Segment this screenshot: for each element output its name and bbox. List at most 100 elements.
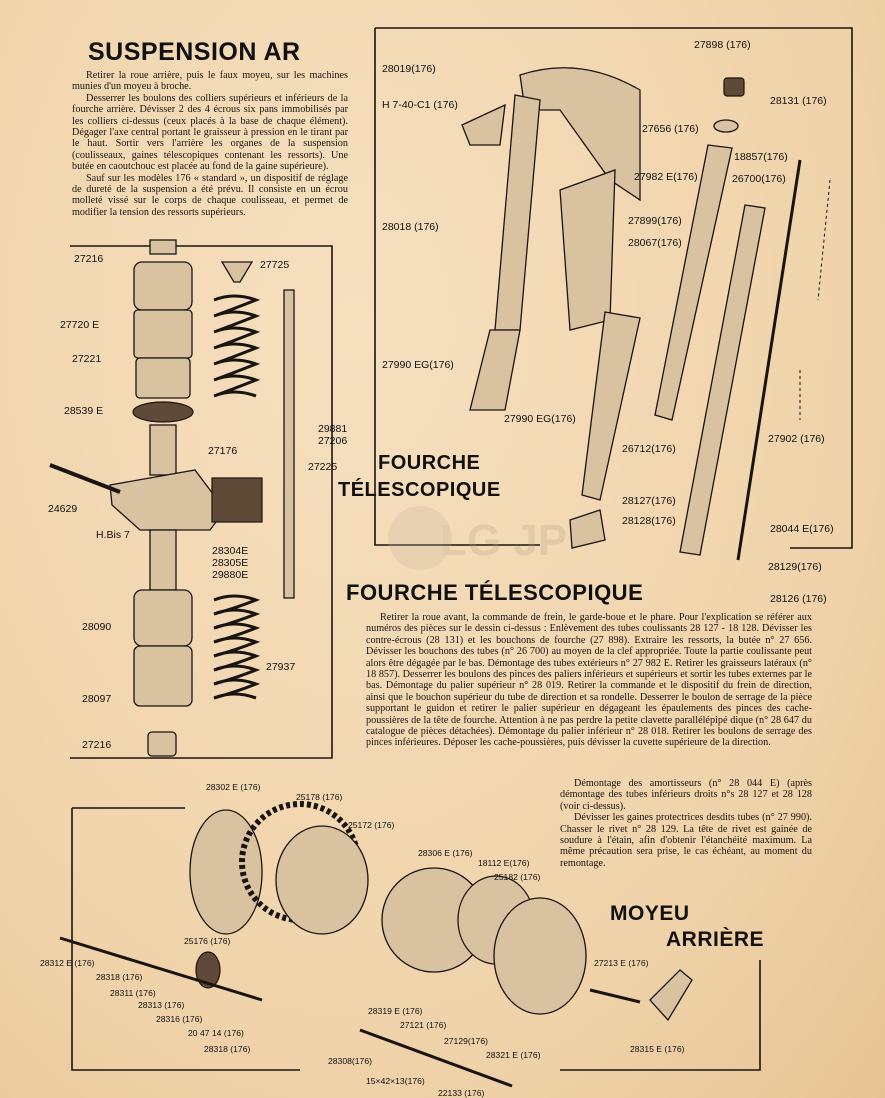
label-28311: 28311 (176): [110, 988, 156, 998]
label-29881: 29881: [318, 423, 347, 435]
label-27899: 27899(176): [628, 215, 682, 227]
label-27129: 27129(176): [444, 1036, 488, 1046]
fourche-frame: [375, 27, 853, 549]
moyeu-labels: 28302 E (176) 25178 (176) 25172 (176) 28…: [40, 782, 685, 1098]
label-27902: 27902 (176): [768, 433, 825, 445]
rubber-block: [211, 477, 263, 523]
label-28090: 28090: [82, 621, 111, 633]
label-25172: 25172 (176): [348, 820, 394, 830]
label-27216-top: 27216: [74, 253, 103, 265]
spindle-28308: [359, 1028, 513, 1088]
lower-sleeve: [133, 589, 193, 647]
fourche-heading-line1: FOURCHE: [378, 452, 481, 474]
lower-spring: [213, 594, 261, 700]
bracket: [461, 103, 506, 146]
top-nut: [149, 239, 177, 255]
label-28018: 28018 (176): [382, 221, 439, 233]
amortisseurs-para-1: Démontage des amortisseurs (n° 28 044 E)…: [560, 778, 812, 812]
label-24629: 24629: [48, 503, 77, 515]
label-18112e: 18112 E(176): [478, 858, 530, 868]
suspension-para-3: Sauf sur les modèles 176 « standard », u…: [72, 172, 348, 218]
upper-sleeve-low: [135, 357, 191, 399]
label-28321e: 28321 E (176): [486, 1050, 541, 1060]
fourche-labels: 28019(176) H 7-40-C1 (176) 28018 (176) 2…: [382, 39, 834, 605]
suspension-text: Retirer la roue arrière, puis le faux mo…: [72, 70, 348, 218]
fourche-text: Retirer la roue avant, la commande de fr…: [366, 612, 812, 749]
label-h740c1: H 7-40-C1 (176): [382, 99, 458, 111]
label-22133: 22133 (176): [438, 1088, 484, 1098]
fork-cap: [723, 77, 745, 97]
spindle-27213: [589, 988, 641, 1004]
label-hbis7: H.Bis 7: [96, 529, 130, 541]
moyeu-drawing: [59, 801, 693, 1088]
label-27990eg-b: 27990 EG(176): [504, 413, 576, 425]
suspension-title: SUSPENSION AR: [88, 38, 301, 66]
amortisseurs-para-2: Dévisser les gaines protectrices desdits…: [560, 812, 812, 869]
bolt: [49, 463, 121, 494]
left-leg-lower: [469, 329, 521, 411]
spring-dashed: [799, 179, 831, 420]
flange-28302: [189, 809, 263, 935]
label-28315e: 28315 E (176): [630, 1044, 685, 1054]
label-204714: 20 47 14 (176): [188, 1028, 244, 1038]
label-28126: 28126 (176): [770, 593, 827, 605]
label-27206: 27206: [318, 435, 347, 447]
label-29880e: 29880E: [212, 569, 248, 581]
label-27225: 27225: [308, 461, 337, 473]
moyeu-frame-right: [560, 960, 761, 1071]
bottom-nut: [147, 731, 177, 757]
label-28131: 28131 (176): [770, 95, 827, 107]
label-28305e: 28305E: [212, 557, 248, 569]
label-18857: 18857(176): [734, 151, 788, 163]
label-25178: 25178 (176): [296, 792, 342, 802]
label-28304e: 28304E: [212, 545, 248, 557]
label-28313: 28313 (176): [138, 1000, 184, 1010]
label-26700: 26700(176): [732, 173, 786, 185]
label-27213e: 27213 E (176): [594, 958, 649, 968]
upper-spring: [213, 294, 261, 398]
label-27656: 27656 (176): [642, 123, 699, 135]
moyeu-frame-left: [71, 808, 300, 1071]
label-28316: 28316 (176): [156, 1014, 202, 1024]
svg-text:LG JP: LG JP: [440, 516, 567, 565]
label-27176: 27176: [208, 445, 237, 457]
yoke: [109, 469, 226, 531]
label-28129: 28129(176): [768, 561, 822, 573]
fourche-heading-line2: TÉLESCOPIQUE: [338, 479, 501, 501]
damper-rod: [736, 159, 802, 561]
lower-bracket: [569, 509, 606, 549]
suspension-drawing: [49, 239, 295, 757]
label-28318-b: 28318 (176): [204, 1044, 250, 1054]
fourche-drawing: [461, 67, 831, 561]
label-28308: 28308(176): [328, 1056, 372, 1066]
moyeu-heading-line2: ARRIÈRE: [666, 928, 765, 951]
sliding-tube: [679, 204, 766, 556]
upper-sleeve: [133, 261, 193, 311]
label-28067: 28067(176): [628, 237, 682, 249]
label-27121: 27121 (176): [400, 1020, 446, 1030]
plate-25172: [275, 825, 369, 935]
label-28128: 28128(176): [622, 515, 676, 527]
label-27221: 27221: [72, 353, 101, 365]
suspension-frame: [70, 245, 333, 759]
watermark-logo: LG JP: [388, 506, 567, 570]
label-26712: 26712(176): [622, 443, 676, 455]
label-27937: 27937: [266, 661, 295, 673]
label-15x42x13: 15×42×13(176): [366, 1076, 425, 1086]
fourche-frame-left: [374, 28, 540, 546]
center-stem: [559, 169, 616, 331]
upper-crown: [519, 67, 641, 202]
upper-sleeve-mid: [133, 309, 193, 359]
label-28302e: 28302 E (176): [206, 782, 261, 792]
label-28097: 28097: [82, 693, 111, 705]
fourche-para-1: Retirer la roue avant, la commande de fr…: [366, 612, 812, 749]
suspension-para-1: Retirer la roue arrière, puis le faux mo…: [72, 70, 348, 93]
adjust-nut: [132, 401, 194, 423]
label-28306e: 28306 E (176): [418, 848, 473, 858]
rubber-stop: [220, 261, 254, 283]
axle-28312: [59, 936, 263, 1002]
center-shaft: [149, 424, 177, 476]
label-25176: 25176 (176): [184, 936, 230, 946]
label-27982e: 27982 E(176): [634, 171, 698, 183]
